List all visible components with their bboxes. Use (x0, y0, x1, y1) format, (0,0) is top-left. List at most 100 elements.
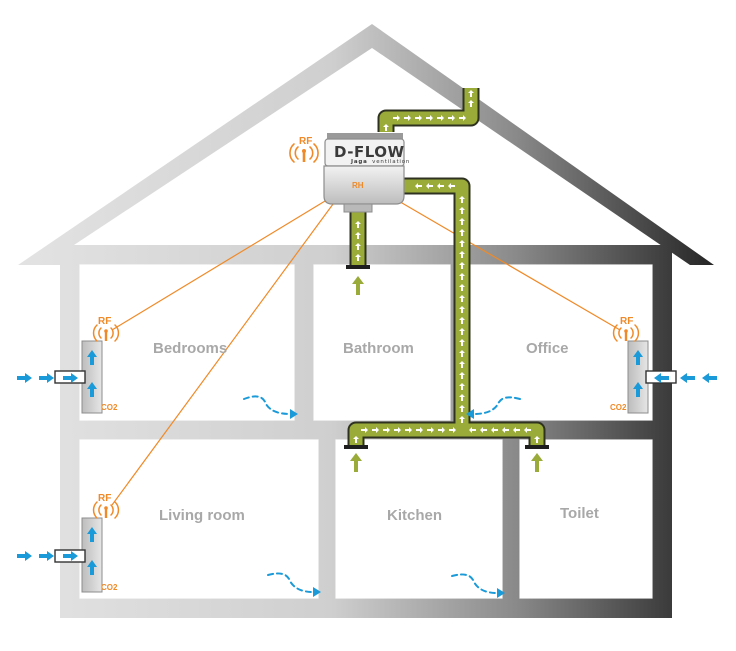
duct-flow-arrow (491, 427, 498, 433)
unit-body (323, 165, 405, 205)
duct-flow-arrow (415, 183, 422, 189)
fresh-air-arrow (17, 373, 32, 383)
rf-label-office: RF (620, 316, 633, 327)
transfer-kitchen (451, 573, 498, 594)
left-wall (60, 265, 80, 618)
rf-antenna-bedrooms: RF (92, 316, 120, 342)
room-labels: Bedrooms Bathroom Office Living room Kit… (153, 340, 599, 524)
room-label-living: Living room (159, 507, 245, 524)
transfer-living (267, 572, 314, 593)
duct-flow-arrow (534, 436, 540, 443)
duct-flow-arrow (355, 232, 361, 239)
duct-flow-arrow (459, 328, 465, 335)
fresh-air-arrow (87, 527, 97, 542)
rf-label-living: RF (98, 493, 111, 504)
dflow-unit: D-FLOW Jaga ventilation RH (323, 133, 409, 213)
vent-toilet (525, 445, 549, 449)
rf-antenna-office: RF (612, 316, 640, 342)
duct-flow-arrow (393, 115, 400, 121)
duct-flow-arrow (459, 361, 465, 368)
room-label-toilet: Toilet (560, 505, 599, 522)
extract-arrow-toilet (531, 453, 543, 472)
duct-flow-arrow (468, 90, 474, 97)
rf-antenna-unit: RF (289, 136, 319, 163)
rf-antenna-living: RF (92, 493, 120, 519)
duct-flow-arrow (355, 254, 361, 261)
duct-flow-arrow (383, 427, 390, 433)
rf-line-office (389, 195, 621, 331)
unit-brand: D-FLOW (334, 143, 405, 161)
duct-flow-arrow (426, 183, 433, 189)
fresh-air-arrow (87, 560, 97, 575)
unit-bottom-collar (343, 203, 373, 213)
duct-flow-arrow (459, 262, 465, 269)
duct-flow-arrow (459, 350, 465, 357)
vent-unit-office: CO2 (610, 340, 677, 414)
duct-flow-arrow (459, 284, 465, 291)
duct-flow-arrow (459, 207, 465, 214)
co2-label-bedrooms: CO2 (101, 403, 118, 412)
duct-flow-arrow (459, 405, 465, 412)
wall-kitchen-toilet (502, 440, 520, 598)
duct-flow-arrow (469, 427, 476, 433)
duct-flow-arrow (404, 115, 411, 121)
fresh-air-arrow (87, 350, 97, 365)
duct-flow-arrow (416, 427, 423, 433)
duct-flow-arrow (427, 427, 434, 433)
duct-flow-arrow (415, 115, 422, 121)
fresh-air-arrow (680, 373, 695, 383)
vent-bathroom (346, 265, 370, 269)
transfer-air-heads (290, 409, 505, 598)
duct-flow-arrows (353, 90, 540, 443)
rf-signal-lines (111, 195, 621, 506)
duct-flow-arrow (524, 427, 531, 433)
duct-flow-arrow (394, 427, 401, 433)
fresh-air-arrow (702, 373, 717, 383)
house-structure (18, 24, 714, 618)
wall-bedrooms-bathroom (294, 265, 314, 420)
duct-flow-arrow (459, 115, 466, 121)
duct-flow-arrow (502, 427, 509, 433)
duct-flow-arrow (459, 196, 465, 203)
duct-flow-arrow (353, 436, 359, 443)
duct-flow-arrow (459, 251, 465, 258)
room-label-bathroom: Bathroom (343, 340, 414, 357)
duct-flow-arrow (383, 124, 389, 131)
fresh-air-arrow (63, 551, 78, 561)
duct-flow-arrow (355, 243, 361, 250)
extract-arrows (350, 276, 543, 472)
rf-label-bedrooms: RF (98, 316, 111, 327)
duct-flow-arrow (372, 427, 379, 433)
duct-flow-arrow (459, 394, 465, 401)
duct-flow-arrow (405, 427, 412, 433)
duct-flow-arrow (449, 427, 456, 433)
duct-flow-arrow (480, 427, 487, 433)
duct-flow-arrow (426, 115, 433, 121)
right-wall (652, 265, 672, 618)
duct-flow-arrow (459, 339, 465, 346)
duct-flow-arrow (448, 183, 455, 189)
duct-flow-arrow (459, 295, 465, 302)
duct-flow-arrow (448, 115, 455, 121)
duct-flow-arrow (468, 100, 474, 107)
duct-flow-arrow (459, 416, 465, 423)
duct-network (344, 88, 549, 449)
room-label-office: Office (526, 340, 569, 357)
fresh-air-arrows (17, 350, 717, 575)
transfer-air-curves (243, 395, 521, 594)
transfer-office (473, 396, 521, 415)
rf-line-living (111, 199, 337, 506)
duct-flow-arrow (459, 229, 465, 236)
duct-flow-arrow (459, 306, 465, 313)
co2-label-living: CO2 (101, 583, 118, 592)
fresh-air-arrow (39, 551, 54, 561)
duct-flow-arrow (361, 427, 368, 433)
duct-flow-arrow (459, 372, 465, 379)
room-label-bedrooms: Bedrooms (153, 340, 227, 357)
duct-flow-arrow (437, 183, 444, 189)
transfer-bedrooms (243, 395, 291, 415)
main-extract-duct (347, 177, 546, 446)
fresh-air-arrow (633, 382, 643, 397)
duct-flow-arrow (459, 218, 465, 225)
